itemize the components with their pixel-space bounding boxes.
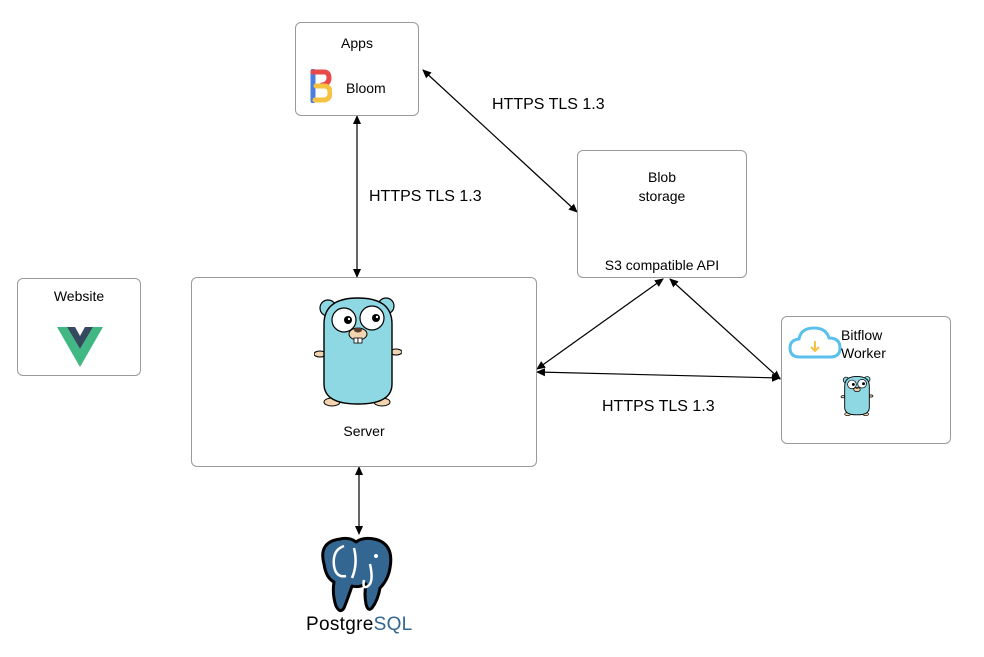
- postgresql-elephant-icon: [321, 536, 393, 613]
- server-title: Server: [343, 423, 385, 439]
- cloud-download-icon: [788, 326, 842, 359]
- apps-title: Apps: [341, 35, 373, 51]
- apps-node: Apps Bloom: [295, 22, 419, 116]
- vue-logo-icon: [57, 327, 103, 367]
- blob-storage-node: Blob storage S3 compatible API: [577, 150, 747, 278]
- website-title: Website: [53, 288, 105, 304]
- edge-label-apps-server: HTTPS TLS 1.3: [369, 188, 482, 205]
- arrow-server-worker: [536, 368, 781, 382]
- bloom-logo-icon: [310, 69, 332, 103]
- website-node: Website: [17, 278, 141, 376]
- edge-label-apps-blob: HTTPS TLS 1.3: [492, 96, 605, 113]
- blob-title-line2: storage: [638, 188, 686, 204]
- blob-subtitle: S3 compatible API: [604, 257, 720, 273]
- server-node: Server: [191, 277, 537, 467]
- edge-label-server-worker: HTTPS TLS 1.3: [602, 398, 715, 415]
- postgresql-label-part1: Postgre: [306, 614, 374, 635]
- arrow-blob-worker: [669, 278, 781, 380]
- apps-app-name: Bloom: [346, 80, 386, 96]
- postgresql-label: PostgreSQL: [306, 614, 413, 636]
- worker-title-line2: Worker: [841, 345, 886, 361]
- gopher-icon: [314, 297, 402, 407]
- postgresql-label-part2: SQL: [373, 614, 413, 635]
- bitflow-worker-node: Bitflow Worker: [781, 316, 951, 444]
- worker-title-line1: Bitflow: [841, 327, 883, 343]
- blob-title-line1: Blob: [647, 169, 677, 185]
- arrow-server-blob: [536, 278, 664, 370]
- gopher-icon: [840, 375, 874, 416]
- arrow-apps-blob: [422, 69, 578, 213]
